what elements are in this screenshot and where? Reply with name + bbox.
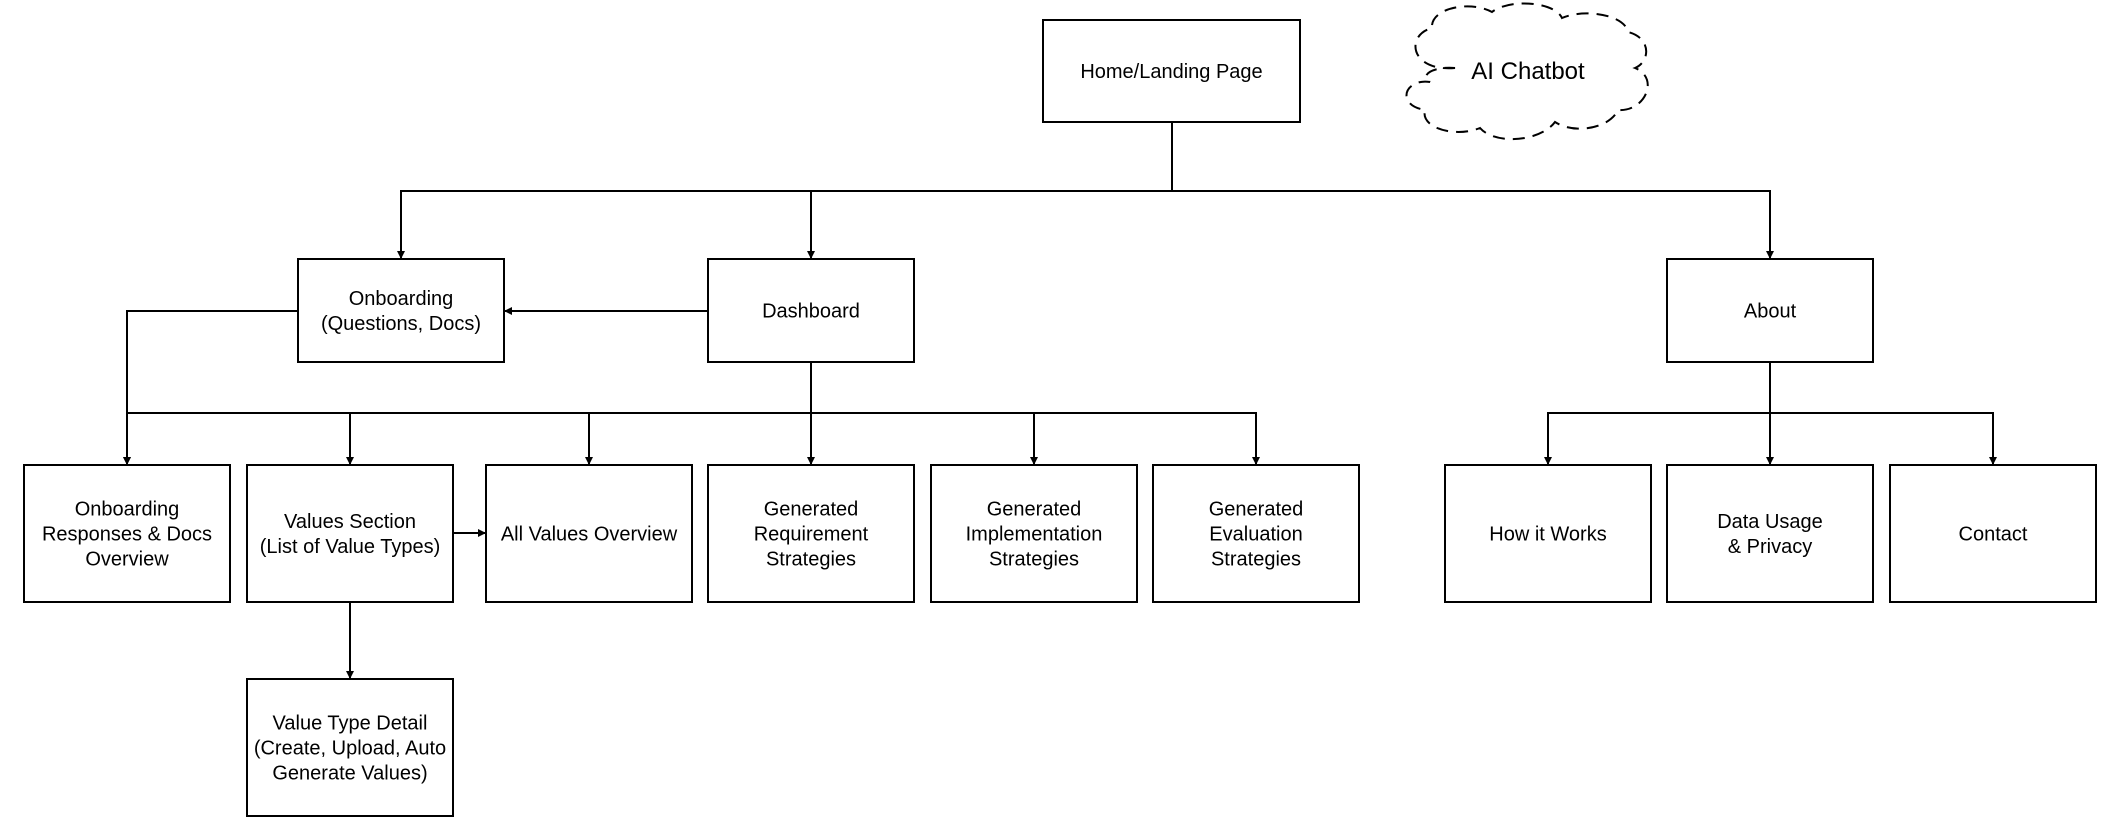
node-how-it-works: How it Works [1444, 464, 1652, 603]
node-about: About [1666, 258, 1874, 363]
node-label-line: Contact [1959, 524, 2028, 546]
node-label-line: & Privacy [1728, 536, 1812, 558]
node-label-line: Home/Landing Page [1080, 61, 1262, 83]
node-box [707, 464, 915, 603]
node-label-line: About [1744, 301, 1797, 323]
node-label-line: Evaluation [1209, 524, 1302, 546]
node-box [1152, 464, 1360, 603]
cloud-shape [1405, 2, 1649, 140]
node-label-line: (List of Value Types) [260, 536, 440, 558]
node-box [707, 258, 915, 363]
node-label-line: Value Type Detail [273, 713, 428, 735]
edge-onboarding-to-onboarding-overview [123, 310, 298, 465]
node-label-line: Generated [987, 499, 1082, 521]
node-label-line: All Values Overview [501, 524, 678, 546]
node-label-line: Responses & Docs [42, 524, 212, 546]
node-box [1666, 464, 1874, 603]
ai-chatbot-cloud: AI Chatbot [1405, 2, 1649, 140]
node-label-line: Overview [85, 549, 169, 571]
node-box [1666, 258, 1874, 363]
node-label-line: Generated [1209, 499, 1304, 521]
edge-dashboard-to-all-values [585, 362, 812, 465]
node-value-type-detail: Value Type Detail (Create, Upload, AutoGe… [246, 678, 454, 817]
node-contact: Contact [1889, 464, 2097, 603]
node-label-line: (Create, Upload, Auto [254, 738, 446, 760]
node-label-line: Values Section [284, 511, 416, 533]
edge-about-to-how-it-works [1544, 362, 1771, 465]
node-box [23, 464, 231, 603]
node-label-line: Onboarding [349, 288, 454, 310]
node-label-line: Onboarding [75, 499, 180, 521]
node-box [485, 464, 693, 603]
node-label-line: Strategies [989, 549, 1079, 571]
node-label-line: Strategies [766, 549, 856, 571]
node-label-line: Strategies [1211, 549, 1301, 571]
node-all-values: All Values Overview [485, 464, 693, 603]
node-label-line: Generate Values) [272, 763, 427, 785]
node-box [297, 258, 505, 363]
node-label-line: Implementation [966, 524, 1103, 546]
edge-about-to-contact [1769, 362, 1997, 465]
node-label-line: Data Usage [1717, 511, 1823, 533]
node-values-section: Values Section (List of Value Types) [246, 464, 454, 603]
node-data-usage: Data Usage & Privacy [1666, 464, 1874, 603]
node-box [1042, 19, 1301, 123]
node-label-line: Dashboard [762, 301, 860, 323]
node-home: Home/Landing Page [1042, 19, 1301, 123]
edge-home-to-about [1171, 122, 1774, 259]
node-box [246, 678, 454, 817]
node-box [930, 464, 1138, 603]
node-box [1444, 464, 1652, 603]
node-label-line: Generated [764, 499, 859, 521]
connectors [123, 122, 1997, 679]
node-box [246, 464, 454, 603]
cloud-label: AI Chatbot [1471, 58, 1585, 85]
node-box [1889, 464, 2097, 603]
edge-home-to-dashboard [807, 122, 1173, 259]
node-label-line: Requirement [754, 524, 869, 546]
node-dashboard: Dashboard [707, 258, 915, 363]
edge-dashboard-to-gen-evaluation [810, 362, 1260, 465]
node-onboarding: Onboarding (Questions, Docs) [297, 258, 505, 363]
node-label-line: (Questions, Docs) [321, 313, 481, 335]
node-label-line: How it Works [1489, 524, 1606, 546]
